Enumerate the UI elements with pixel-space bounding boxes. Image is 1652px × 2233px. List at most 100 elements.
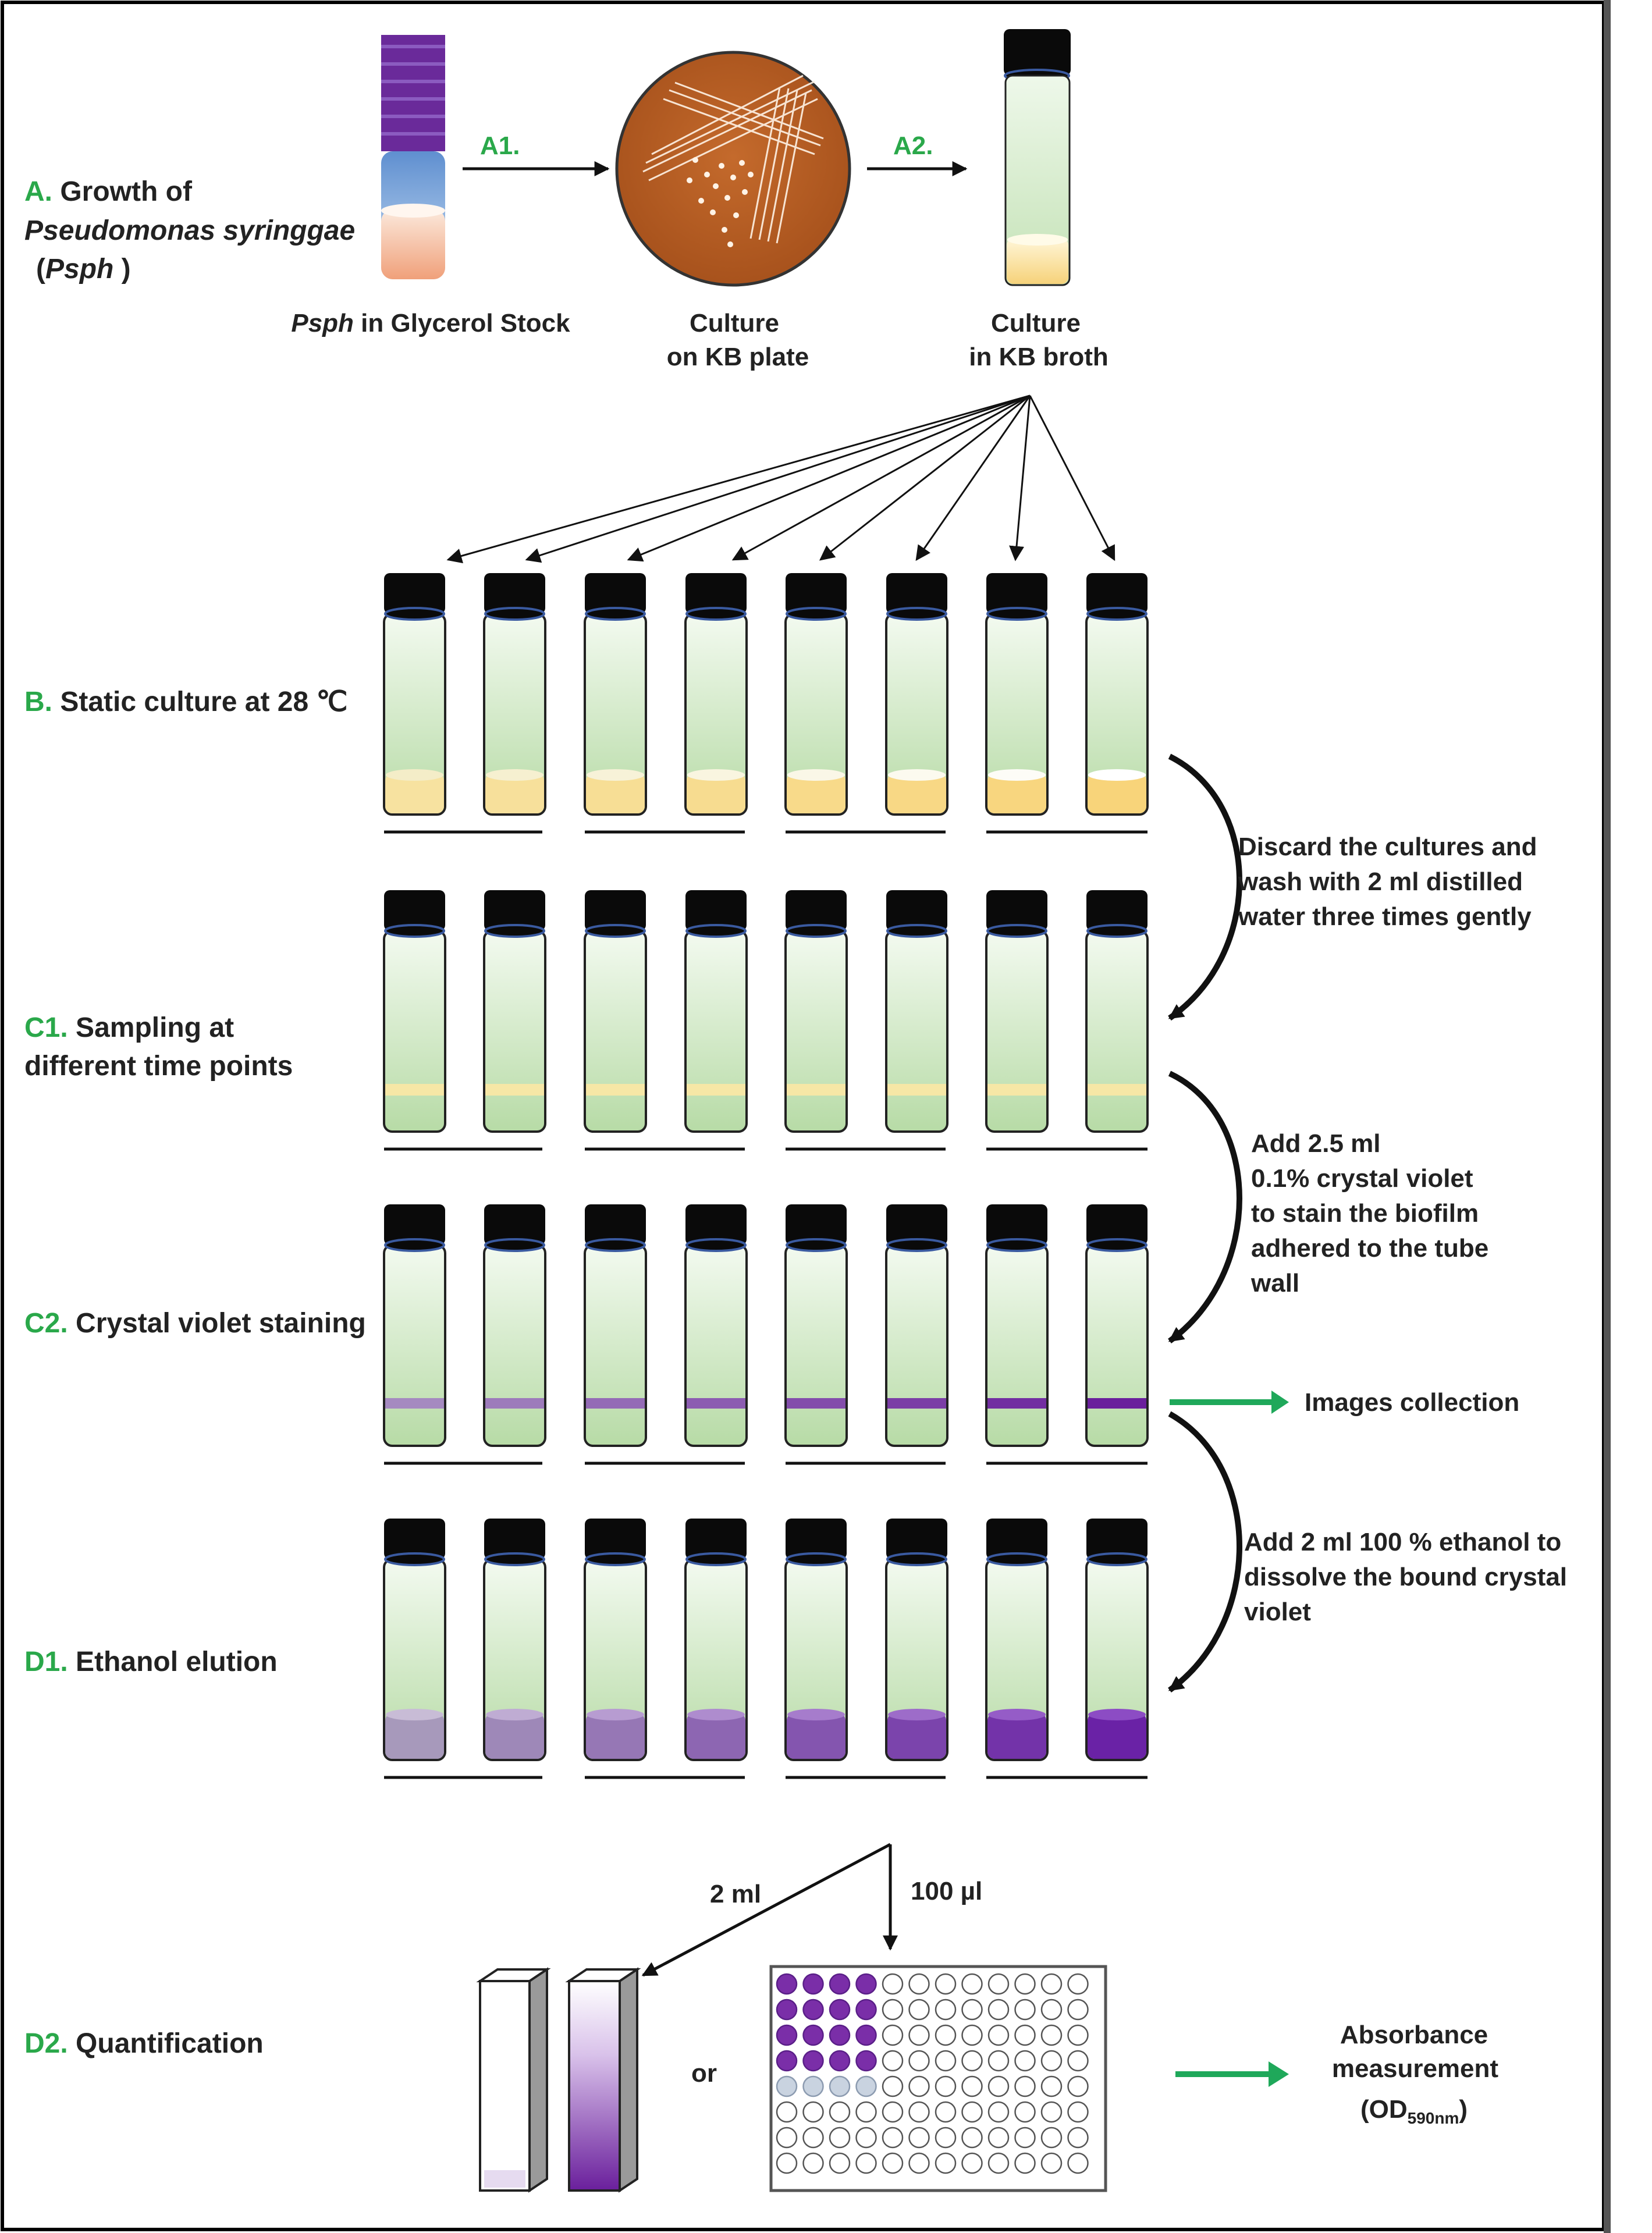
culture-meniscus [486,769,543,781]
biofilm-ring [586,1084,645,1096]
tube-rim [585,607,646,621]
culture-fill [385,774,444,813]
culture-fill [1088,774,1146,813]
eluate-fill [586,1713,645,1759]
tube-eluate-2 [483,1519,546,1761]
eluate-meniscus [486,1709,543,1720]
well [987,2152,1010,2174]
stained-ring [687,1398,745,1409]
tube-rim [685,1552,747,1566]
stained-ring [887,1398,946,1409]
well [855,2101,877,2123]
section-b-label: B. Static culture at 28 ℃ [24,687,347,717]
glycerol-stock-cap [381,35,445,151]
section-a-letter: A. [24,176,52,207]
kb-plate-dish [615,51,851,287]
tube-rim [886,1238,947,1252]
culture-fill [586,774,645,813]
biofilm-ring [787,1084,845,1096]
tube-eluate-6 [885,1519,948,1761]
well [855,1973,877,1995]
images-collection-label: Images collection [1305,1388,1519,1417]
stain-line-2: 0.1% crystal violet [1251,1164,1473,1193]
distribution-arrow-2 [525,394,1031,563]
tube-rim [786,1552,847,1566]
section-a-paren-close: ) [113,254,130,285]
well [961,2152,983,2174]
well [802,2101,824,2123]
stained-ring [787,1398,845,1409]
distribution-arrow-8 [1029,395,1115,561]
distribution-arrow-7 [1009,395,1031,561]
ethanol-line-3: violet [1244,1598,1311,1626]
cuvette-sample-side [619,1967,638,2193]
tube-culture-5 [784,573,848,816]
arrow-a2-label: A2. [893,131,933,160]
well [935,2127,957,2149]
well [1067,2152,1089,2174]
colony-dots [687,157,754,247]
well [802,2024,824,2046]
well [1040,1999,1063,2021]
culture-meniscus [888,769,946,781]
tube-ring-7 [985,890,1049,1133]
tube-ring-3 [584,890,647,1133]
well [829,1999,851,2021]
tube-ring-6 [885,890,948,1133]
tube-rim [384,607,445,621]
cuvette-volume-label: 2 ml [710,1880,761,1908]
kb-broth-tube [1004,29,1071,286]
cuvette-blank-tint [484,2170,525,2188]
glycerol-stock-meniscus [381,204,445,218]
tube-rim [384,1238,445,1252]
glycerol-stock-rest: in Glycerol Stock [354,309,570,337]
96-well-plate [769,1965,1107,2192]
glycerol-stock-tube [381,35,445,279]
tube-body [784,1244,848,1447]
well [829,1973,851,1995]
tube-rim [484,924,545,938]
kb-plate-label-line2: on KB plate [667,343,809,371]
eluate-meniscus [988,1709,1046,1720]
glycerol-stock-label: Psph in Glycerol Stock [291,309,570,337]
stain-line-1: Add 2.5 ml [1251,1129,1381,1158]
well [908,2152,930,2174]
tube-cap [384,890,445,931]
absorbance-arrowhead [1269,2061,1289,2087]
section-a-paren-open: ( [36,254,45,285]
tube-ring-4 [684,890,748,1133]
well [855,2075,877,2097]
tube-cap [585,1204,646,1245]
culture-meniscus [1088,769,1146,781]
tube-stain-3 [584,1204,647,1447]
tube-stain-7 [985,1204,1049,1447]
tube-cap [484,890,545,931]
tube-rim [685,1238,747,1252]
well [987,1973,1010,1995]
culture-meniscus [386,769,443,781]
well [961,2101,983,2123]
well [776,2075,798,2097]
section-c2-text: Crystal violet staining [76,1308,366,1339]
tube-ring-1 [383,890,446,1133]
well [1040,2075,1063,2097]
ethanol-line-1: Add 2 ml 100 % ethanol to [1244,1528,1561,1556]
tube-rim [585,1552,646,1566]
culture-meniscus [687,769,745,781]
ethanol-line-2: dissolve the bound crystal [1244,1563,1567,1591]
tube-eluate-8 [1085,1519,1149,1761]
kb-broth-culture [1007,239,1068,284]
kb-plate [615,51,851,287]
eluate-fill [485,1713,544,1759]
stained-ring [485,1398,544,1409]
distribution-arrows [446,394,1115,564]
cuvette-sample-front [568,1980,621,2192]
wash-step-text: Discard the cultures and wash with 2 ml … [1238,833,1544,931]
well [776,2050,798,2072]
well [882,2127,904,2149]
culture-fill [687,774,745,813]
well [802,2075,824,2097]
well [776,2101,798,2123]
tube-cap [1086,573,1147,614]
tube-cap [886,573,947,614]
